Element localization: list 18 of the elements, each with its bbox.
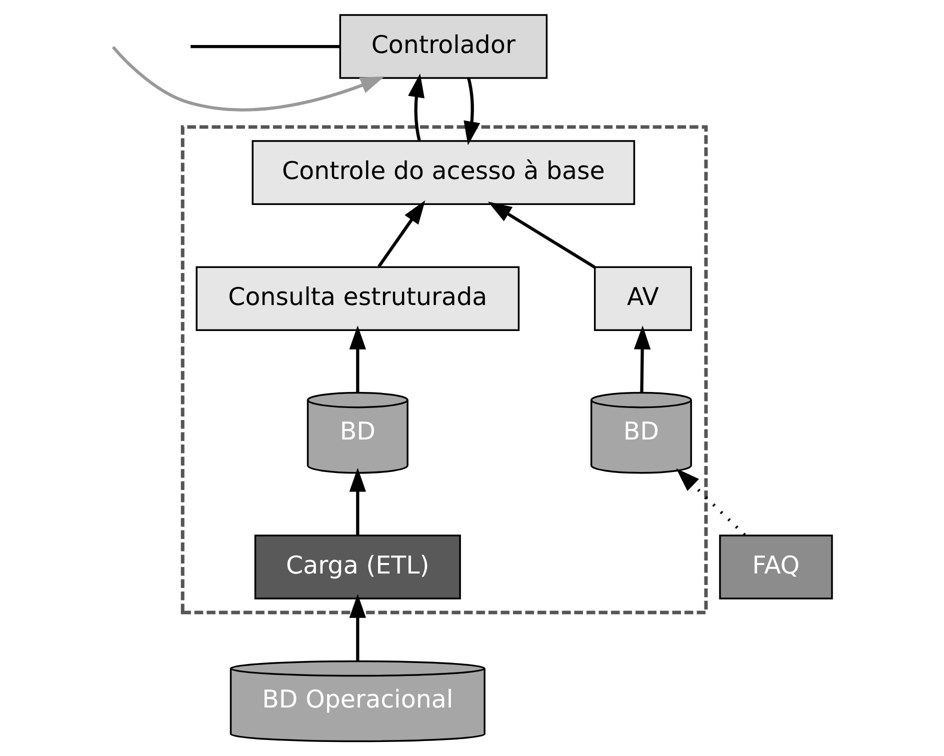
arrow — [349, 468, 366, 535]
node-box: FAQ — [719, 534, 833, 600]
cluster — [180, 125, 708, 614]
connector — [190, 44, 340, 48]
arrow — [349, 326, 366, 393]
node-box: Controlador — [339, 14, 548, 79]
node-box: Controle do acesso à base — [252, 140, 636, 205]
arrow — [634, 326, 651, 393]
node-box: Carga (ETL) — [254, 534, 461, 600]
arrow — [676, 468, 746, 536]
arrow — [408, 74, 425, 141]
node-box: Consulta estruturada — [196, 266, 520, 331]
arrow — [378, 200, 426, 268]
arrow — [112, 46, 384, 112]
arrow — [464, 78, 480, 146]
arrow — [488, 202, 596, 268]
node-box: AV — [594, 266, 692, 331]
arrow — [349, 594, 366, 661]
